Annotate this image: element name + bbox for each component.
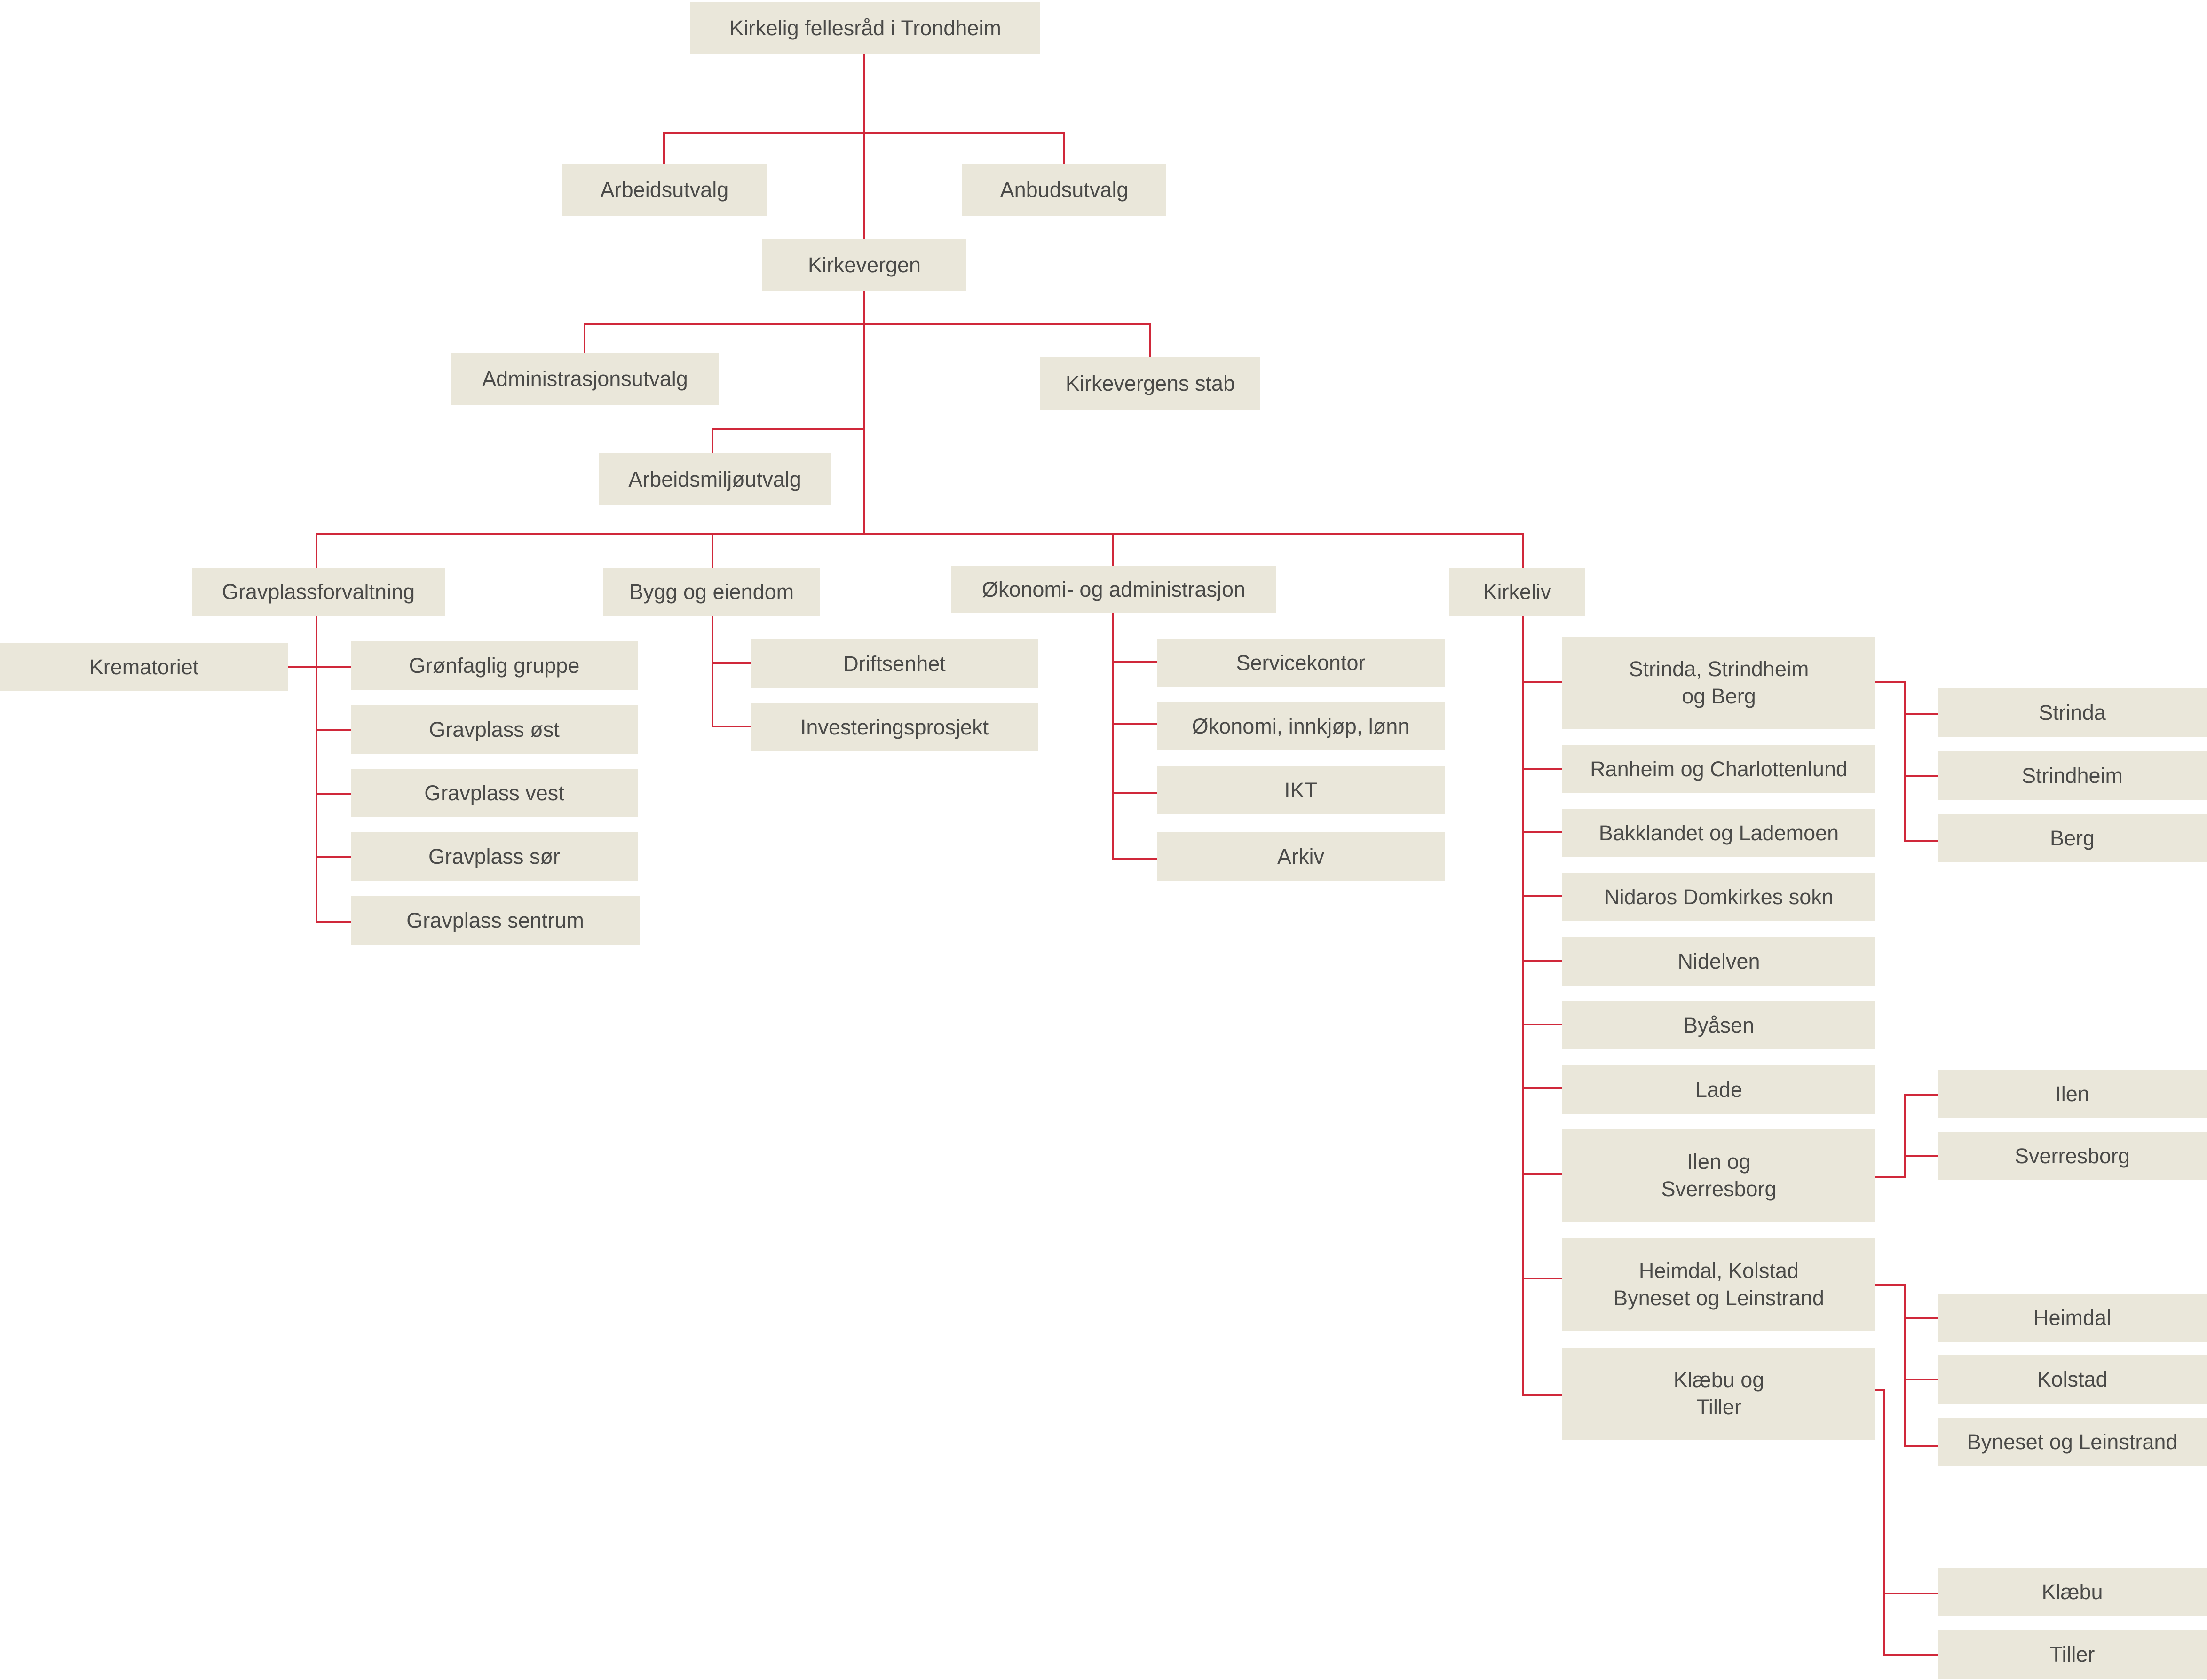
node-okonomi-og-administrasjon: Økonomi- og administrasjon [951,566,1276,613]
node-tiller: Tiller [1938,1630,2207,1679]
node-gronfaglig-gruppe: Grønfaglig gruppe [351,641,638,690]
node-strinda: Strinda [1938,688,2207,737]
node-kirkelig-fellesrad: Kirkelig fellesråd i Trondheim [690,2,1040,54]
node-investeringsprosjekt: Investeringsprosjekt [751,703,1038,751]
node-berg: Berg [1938,814,2207,862]
node-ilen-og-sverresborg: Ilen og Sverresborg [1562,1129,1875,1222]
node-arbeidsutvalg: Arbeidsutvalg [562,164,767,216]
node-kirkevergen: Kirkevergen [762,239,966,291]
node-krematoriet: Krematoriet [0,643,288,691]
node-ikt: IKT [1157,766,1445,814]
node-servicekontor: Servicekontor [1157,639,1445,687]
node-klabu-og-tiller: Klæbu og Tiller [1562,1348,1875,1440]
node-kirkeliv: Kirkeliv [1449,568,1585,616]
node-anbudsutvalg: Anbudsutvalg [962,164,1166,216]
node-gravplass-ost: Gravplass øst [351,705,638,754]
node-gravplassforvaltning: Gravplassforvaltning [192,568,445,616]
node-lade: Lade [1562,1065,1875,1114]
node-klabu: Klæbu [1938,1568,2207,1616]
node-driftsenhet: Driftsenhet [751,639,1038,688]
node-gravplass-sentrum: Gravplass sentrum [351,896,640,945]
node-bygg-og-eiendom: Bygg og eiendom [603,568,820,616]
node-strindheim: Strindheim [1938,751,2207,800]
node-okonomi-innkjop-lonn: Økonomi, innkjøp, lønn [1157,702,1445,750]
node-arkiv: Arkiv [1157,832,1445,881]
node-gravplass-sor: Gravplass sør [351,832,638,881]
node-heimdal: Heimdal [1938,1294,2207,1342]
node-strinda-strindheim-berg: Strinda, Strindheim og Berg [1562,637,1875,729]
node-nidaros-domkirkes-sokn: Nidaros Domkirkes sokn [1562,873,1875,921]
node-kirkevergens-stab: Kirkevergens stab [1040,357,1260,410]
node-bakklandet-lademoen: Bakklandet og Lademoen [1562,809,1875,857]
node-byneset-og-leinstrand: Byneset og Leinstrand [1938,1418,2207,1466]
node-heimdal-kolstad-byneset-leinstrand: Heimdal, Kolstad Byneset og Leinstrand [1562,1238,1875,1331]
node-arbeidsmiljoutvalg: Arbeidsmiljøutvalg [599,453,831,505]
node-ilen: Ilen [1938,1070,2207,1118]
node-gravplass-vest: Gravplass vest [351,769,638,817]
node-nidelven: Nidelven [1562,937,1875,986]
node-byasen: Byåsen [1562,1001,1875,1049]
node-ranheim-charlottenlund: Ranheim og Charlottenlund [1562,745,1875,793]
node-administrasjonsutvalg: Administrasjonsutvalg [451,353,719,405]
node-sverresborg: Sverresborg [1938,1132,2207,1180]
node-kolstad: Kolstad [1938,1355,2207,1404]
